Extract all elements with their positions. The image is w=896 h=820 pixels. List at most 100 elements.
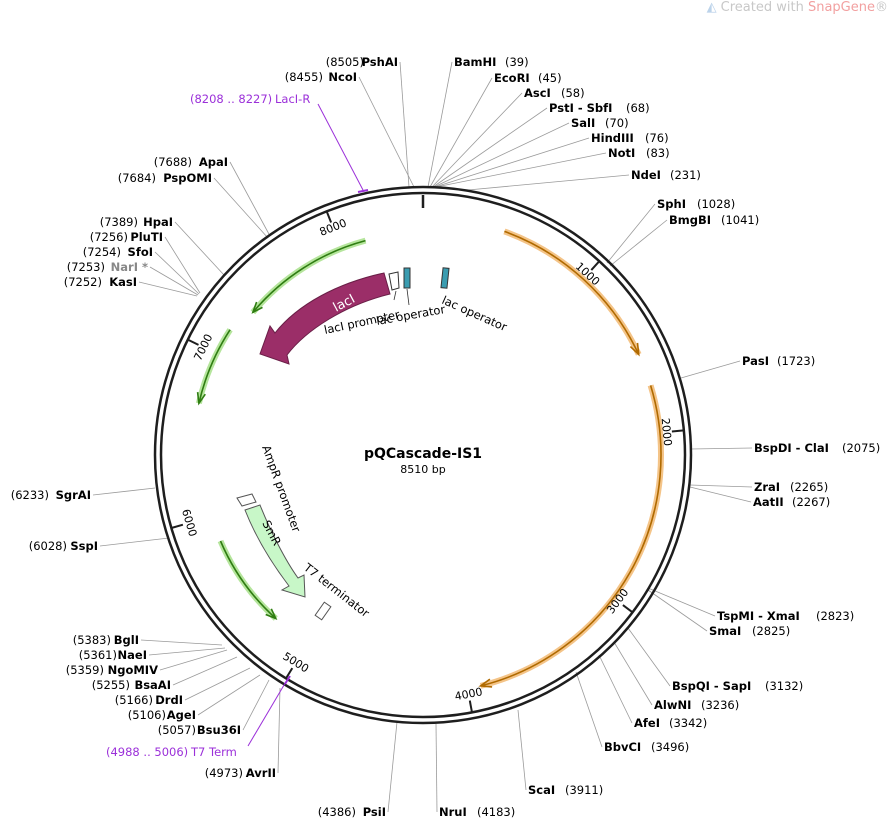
site-name: KasI [109, 275, 137, 289]
t7-term-primer-mark [284, 675, 291, 685]
site-position: (68) [626, 101, 650, 115]
site-position: (76) [645, 131, 669, 145]
site-name: NcoI [328, 70, 357, 84]
site-name: EcoRI [494, 71, 530, 85]
site-name: DrdI [155, 693, 183, 707]
track-orange-1-arrowhead [629, 342, 640, 357]
site-name: SgrAI [56, 488, 91, 502]
site-leader [164, 236, 201, 294]
site-position: (3132) [765, 679, 803, 693]
primer-t7-term-name: T7 Term [190, 745, 237, 759]
site-position: (3342) [669, 716, 707, 730]
site-name: BsaAI [134, 678, 171, 692]
site-position: (5166) [115, 693, 153, 707]
site-leader [358, 76, 415, 188]
site-position: (7256) [90, 230, 128, 244]
site-position: (4183) [477, 805, 515, 819]
ruler-tick [325, 211, 333, 223]
ruler-tick [671, 429, 684, 433]
site-leader [609, 219, 668, 267]
site-name: HindIII [591, 131, 634, 145]
site-position: (2825) [752, 624, 790, 638]
site-position: (3236) [701, 698, 739, 712]
backbone-outer-ring [153, 185, 693, 725]
ruler-tick-label: 8000 [318, 216, 349, 238]
site-name: ApaI [199, 155, 228, 169]
site-name: PspOMI [163, 171, 212, 185]
ruler-tick-label: 2000 [659, 418, 675, 447]
laci-feature-arrow [259, 272, 391, 365]
site-name: NdeI [631, 168, 661, 182]
snapgene-logo-icon: ◭ [706, 0, 717, 15]
site-leader [154, 251, 200, 295]
site-position: (3911) [565, 783, 603, 797]
site-position: (5383) [73, 633, 111, 647]
green-track-2-core [198, 329, 231, 404]
site-leader [148, 647, 226, 656]
site-position: (5359) [66, 663, 104, 677]
ruler-tick [468, 700, 473, 713]
site-leader-lines [92, 61, 753, 813]
site-position: (2823) [816, 609, 854, 623]
site-name: NaeI [118, 648, 147, 662]
ruler-tick [285, 667, 294, 679]
site-name: AgeI [167, 708, 196, 722]
snapgene-watermark: ◭Created with SnapGene® [707, 0, 888, 15]
site-position: (1041) [721, 213, 759, 227]
site-position: (1028) [697, 197, 735, 211]
site-leader [229, 161, 271, 237]
ruler-tick-label: 6000 [179, 508, 199, 539]
site-name: BspDI - ClaI [754, 441, 829, 455]
track-green-3-arrowhead [265, 608, 278, 620]
site-name: PasI [742, 354, 769, 368]
t7-terminator-label: T7 terminator [300, 560, 372, 621]
site-leader [99, 537, 170, 547]
site-leader [432, 107, 548, 188]
ruler-tick [590, 260, 601, 271]
laci-promoter-leader [393, 290, 397, 301]
site-name: SalI [571, 116, 595, 130]
site-position: (39) [505, 55, 529, 69]
site-leader [434, 137, 590, 188]
watermark-brand: SnapGene [807, 0, 875, 15]
site-leader [606, 203, 656, 264]
backbone-inner-ring [159, 191, 687, 719]
green-track-1-core [252, 239, 366, 313]
primer-laci-r-name: LacI-R [275, 92, 310, 106]
orange-track-1 [503, 228, 642, 356]
site-name: SmaI [709, 624, 741, 638]
lac-operator-box-2 [440, 267, 450, 289]
site-leader [647, 587, 716, 617]
site-position: (1723) [777, 354, 815, 368]
ruler-tick [171, 523, 184, 529]
site-name: TspMI - XmaI [717, 609, 800, 623]
site-position: (6028) [29, 539, 67, 553]
site-leader [433, 122, 570, 188]
site-name: AscI [524, 86, 551, 100]
site-leader [242, 679, 270, 731]
site-position: (7389) [100, 215, 138, 229]
lac-operator-label-1: lac operator [375, 302, 446, 328]
laci-r-primer-leader [317, 103, 364, 191]
site-name: PstI - SbfI [549, 101, 612, 115]
site-name: NgoMIV [108, 663, 158, 677]
site-position: (7254) [83, 245, 121, 259]
site-leader [197, 674, 261, 716]
site-name: BglI [114, 633, 139, 647]
site-position: (5057) [158, 723, 196, 737]
site-leader [517, 709, 527, 791]
site-leader [647, 589, 708, 632]
t7-terminator-box [314, 601, 332, 621]
site-name: BbvCI [604, 740, 641, 754]
lac-operator-box-1 [403, 267, 411, 289]
site-name: AatII [753, 495, 784, 509]
ruler-tick-label: 5000 [280, 650, 311, 676]
site-name: SfoI [128, 245, 153, 259]
site-leader [277, 687, 281, 774]
green-track-3-core [219, 540, 277, 620]
site-position: (4386) [318, 805, 356, 819]
site-name: ScaI [528, 783, 555, 797]
track-green-2-arrowhead [196, 392, 206, 406]
plasmid-name: pQCascade-IS1 [364, 446, 482, 462]
site-leader [149, 266, 199, 296]
